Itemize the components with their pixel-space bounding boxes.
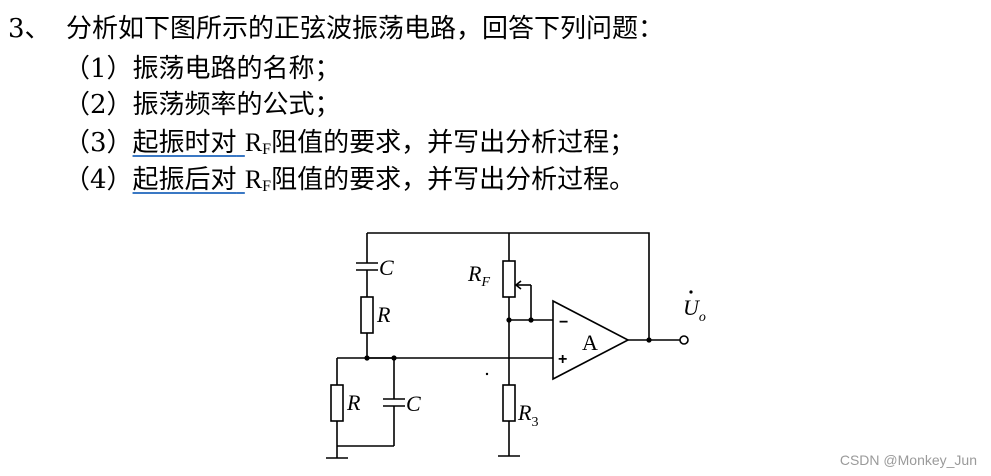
stray-dot <box>485 372 489 376</box>
item-text: 阻值的要求，并写出分析过程。 <box>271 165 636 195</box>
item-underlined-text: 起振时对 <box>132 128 237 158</box>
resistor-r-bottom <box>330 384 344 422</box>
output-terminal <box>679 335 689 345</box>
junction-dot <box>506 317 512 323</box>
item-prefix: （4） <box>64 165 133 195</box>
question-stem: 分析如下图所示的正弦波振荡电路，回答下列问题： <box>66 14 665 44</box>
junction-dot <box>528 317 534 323</box>
resistor-r-top <box>360 296 374 334</box>
item-text: 振荡电路的名称； <box>132 54 341 84</box>
item-prefix: （1） <box>64 54 133 84</box>
item-prefix: （3） <box>64 128 133 158</box>
opamp-body <box>552 299 630 381</box>
feedback-wire-top <box>367 232 650 340</box>
item-text: 阻值的要求，并写出分析过程； <box>271 128 636 158</box>
junction-dot <box>364 355 370 361</box>
label-inverting: − <box>559 314 568 331</box>
junction-dot <box>391 355 397 361</box>
question-item-2: （2）振荡频率的公式； <box>64 90 341 120</box>
rf-wiper-head <box>514 280 522 290</box>
watermark: CSDN @Monkey_Jun <box>839 452 977 468</box>
question-number: 3、 <box>8 14 51 44</box>
resistor-rf <box>502 260 516 298</box>
label-noninverting: + <box>558 351 567 368</box>
rf-symbol: RF <box>244 165 272 195</box>
item-underlined-text: 起振后对 <box>132 165 237 195</box>
question-item-4: （4）起振后对 RF阻值的要求，并写出分析过程。 <box>64 165 635 202</box>
item-text: 振荡频率的公式； <box>132 90 341 120</box>
resistor-r3 <box>502 384 516 422</box>
label-r3: R3 <box>517 400 538 430</box>
label-c-top: C <box>379 255 394 280</box>
question-item-3: （3）起振时对 RF阻值的要求，并写出分析过程； <box>64 128 635 165</box>
junction-dot <box>646 337 652 343</box>
label-output-voltage: Uo <box>683 295 706 325</box>
label-r-top: R <box>376 302 391 327</box>
rf-symbol: RF <box>244 128 272 158</box>
label-rf: RF <box>467 261 490 290</box>
output-dot-accent <box>689 290 693 294</box>
item-prefix: （2） <box>64 90 133 120</box>
label-r-bottom: R <box>346 390 361 415</box>
label-c-bottom: C <box>406 391 421 416</box>
question-item-1: （1）振荡电路的名称； <box>64 54 341 84</box>
question-stem-line: 3、分析如下图所示的正弦波振荡电路，回答下列问题： <box>8 14 664 44</box>
label-opamp: A <box>582 330 598 355</box>
